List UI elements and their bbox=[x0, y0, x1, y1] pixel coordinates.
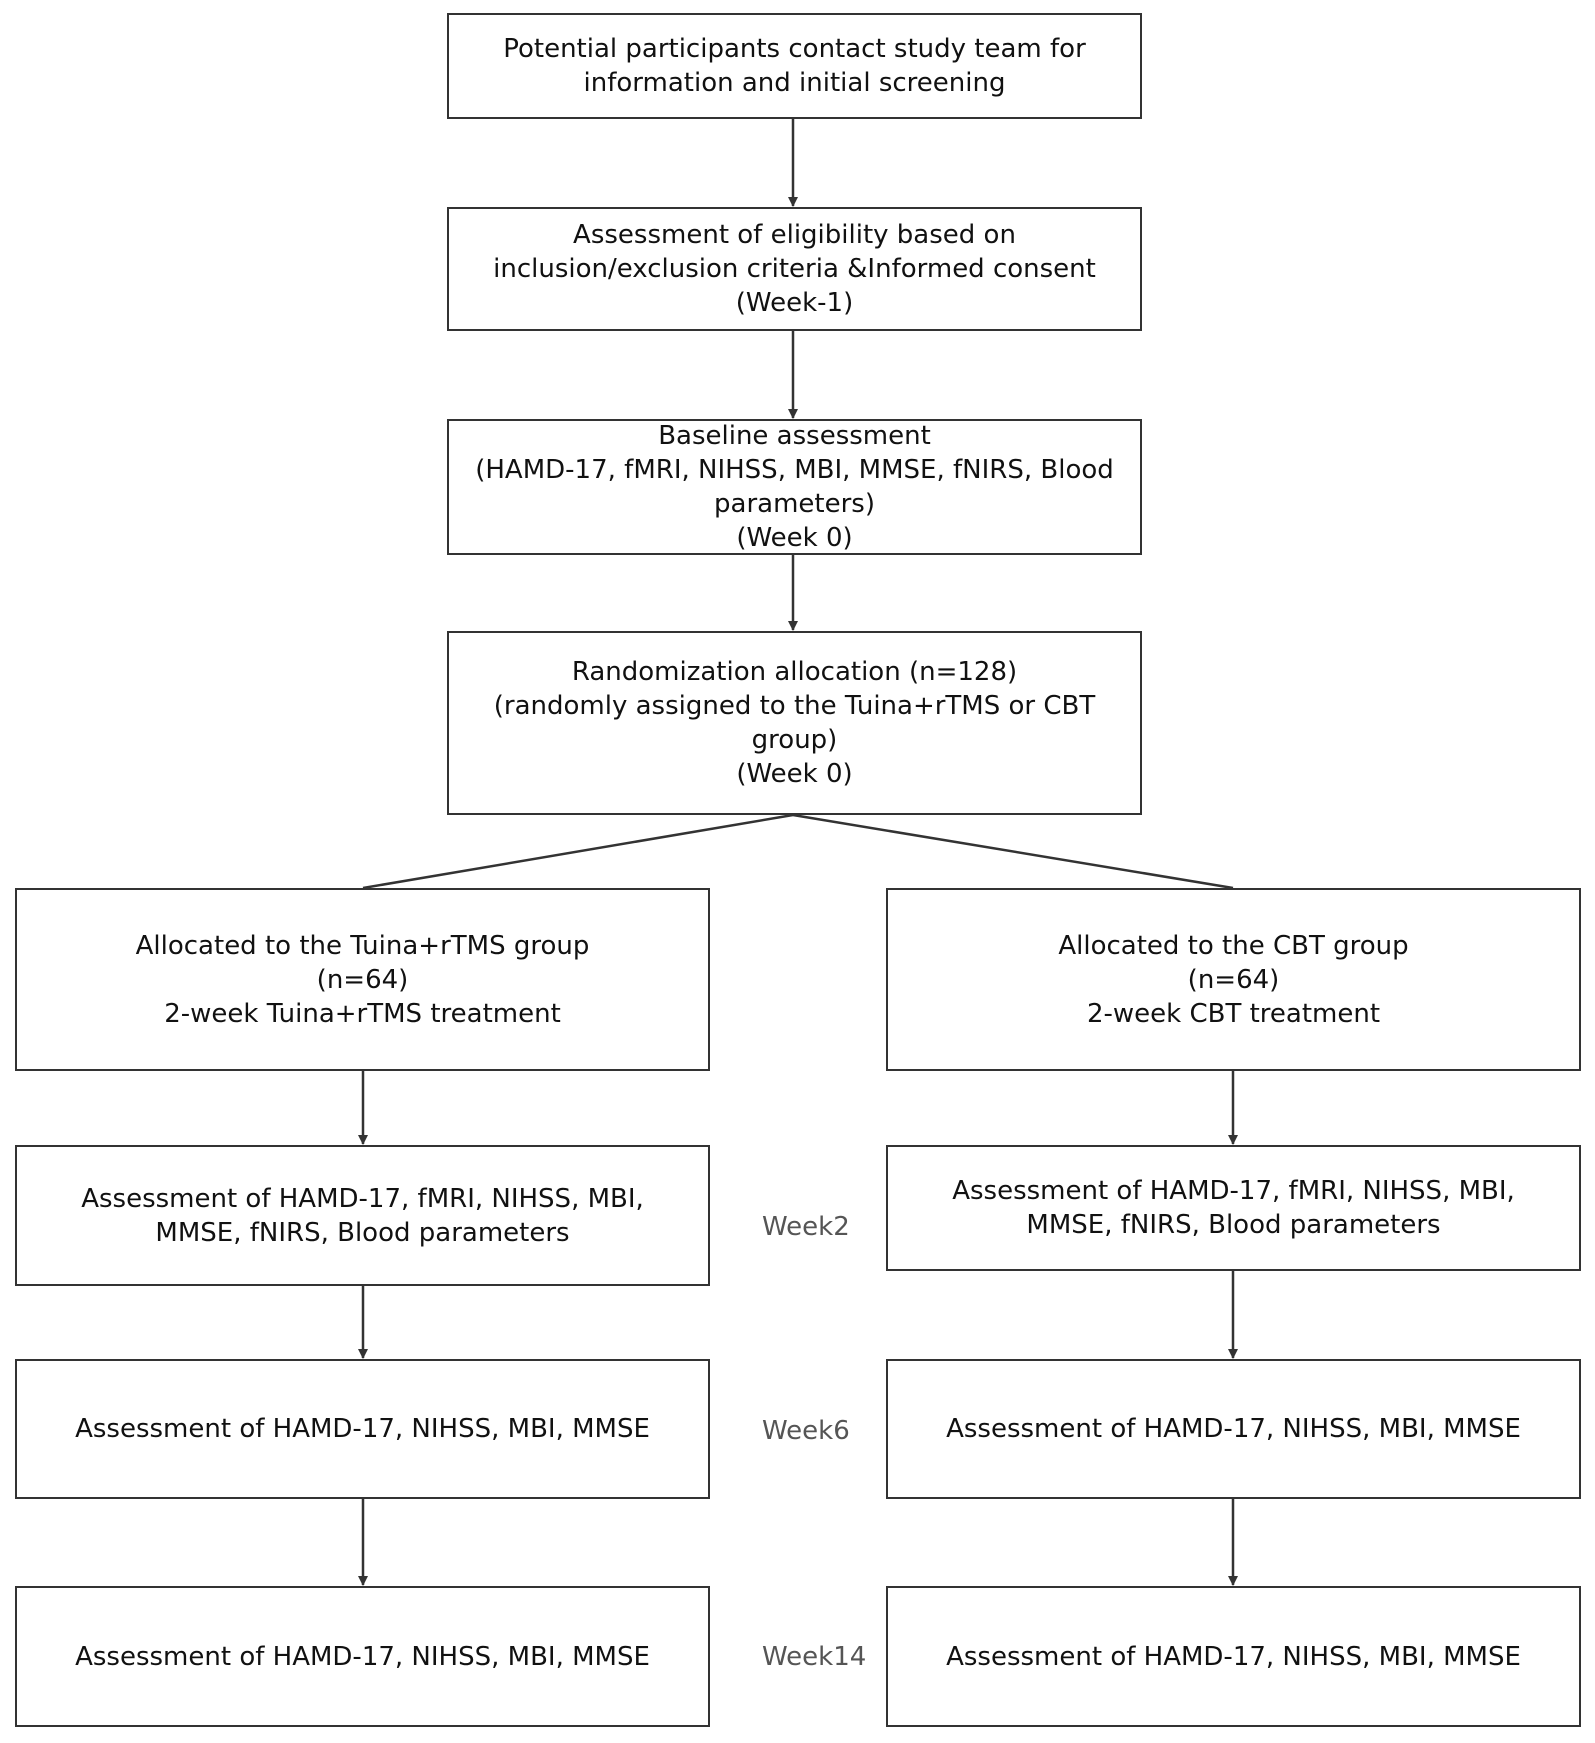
randomization-box: Randomization allocation (n=128) (random… bbox=[447, 631, 1142, 815]
cbt-allocation-box: Allocated to the CBT group (n=64) 2-week… bbox=[886, 888, 1581, 1071]
tuina-week2-assessment-box: Assessment of HAMD-17, fMRI, NIHSS, MBI,… bbox=[15, 1145, 710, 1286]
cbt-week6-assessment-box: Assessment of HAMD-17, NIHSS, MBI, MMSE bbox=[886, 1359, 1581, 1499]
tuina-week14-assessment-box: Assessment of HAMD-17, NIHSS, MBI, MMSE bbox=[15, 1586, 710, 1727]
eligibility-box: Assessment of eligibility based on inclu… bbox=[447, 207, 1142, 331]
tuina-allocation-box: Allocated to the Tuina+rTMS group (n=64)… bbox=[15, 888, 710, 1071]
contact-box: Potential participants contact study tea… bbox=[447, 13, 1142, 119]
tuina-week6-assessment-box: Assessment of HAMD-17, NIHSS, MBI, MMSE bbox=[15, 1359, 710, 1499]
cbt-week2-assessment-box: Assessment of HAMD-17, fMRI, NIHSS, MBI,… bbox=[886, 1145, 1581, 1271]
week14-label: Week14 bbox=[762, 1642, 867, 1672]
week2-label: Week2 bbox=[762, 1212, 850, 1242]
week6-label: Week6 bbox=[762, 1416, 850, 1446]
cbt-week14-assessment-box: Assessment of HAMD-17, NIHSS, MBI, MMSE bbox=[886, 1586, 1581, 1727]
baseline-box: Baseline assessment (HAMD-17, fMRI, NIHS… bbox=[447, 419, 1142, 555]
line-randomization-to-tuina bbox=[362, 813, 794, 890]
line-randomization-to-cbt bbox=[792, 813, 1234, 890]
